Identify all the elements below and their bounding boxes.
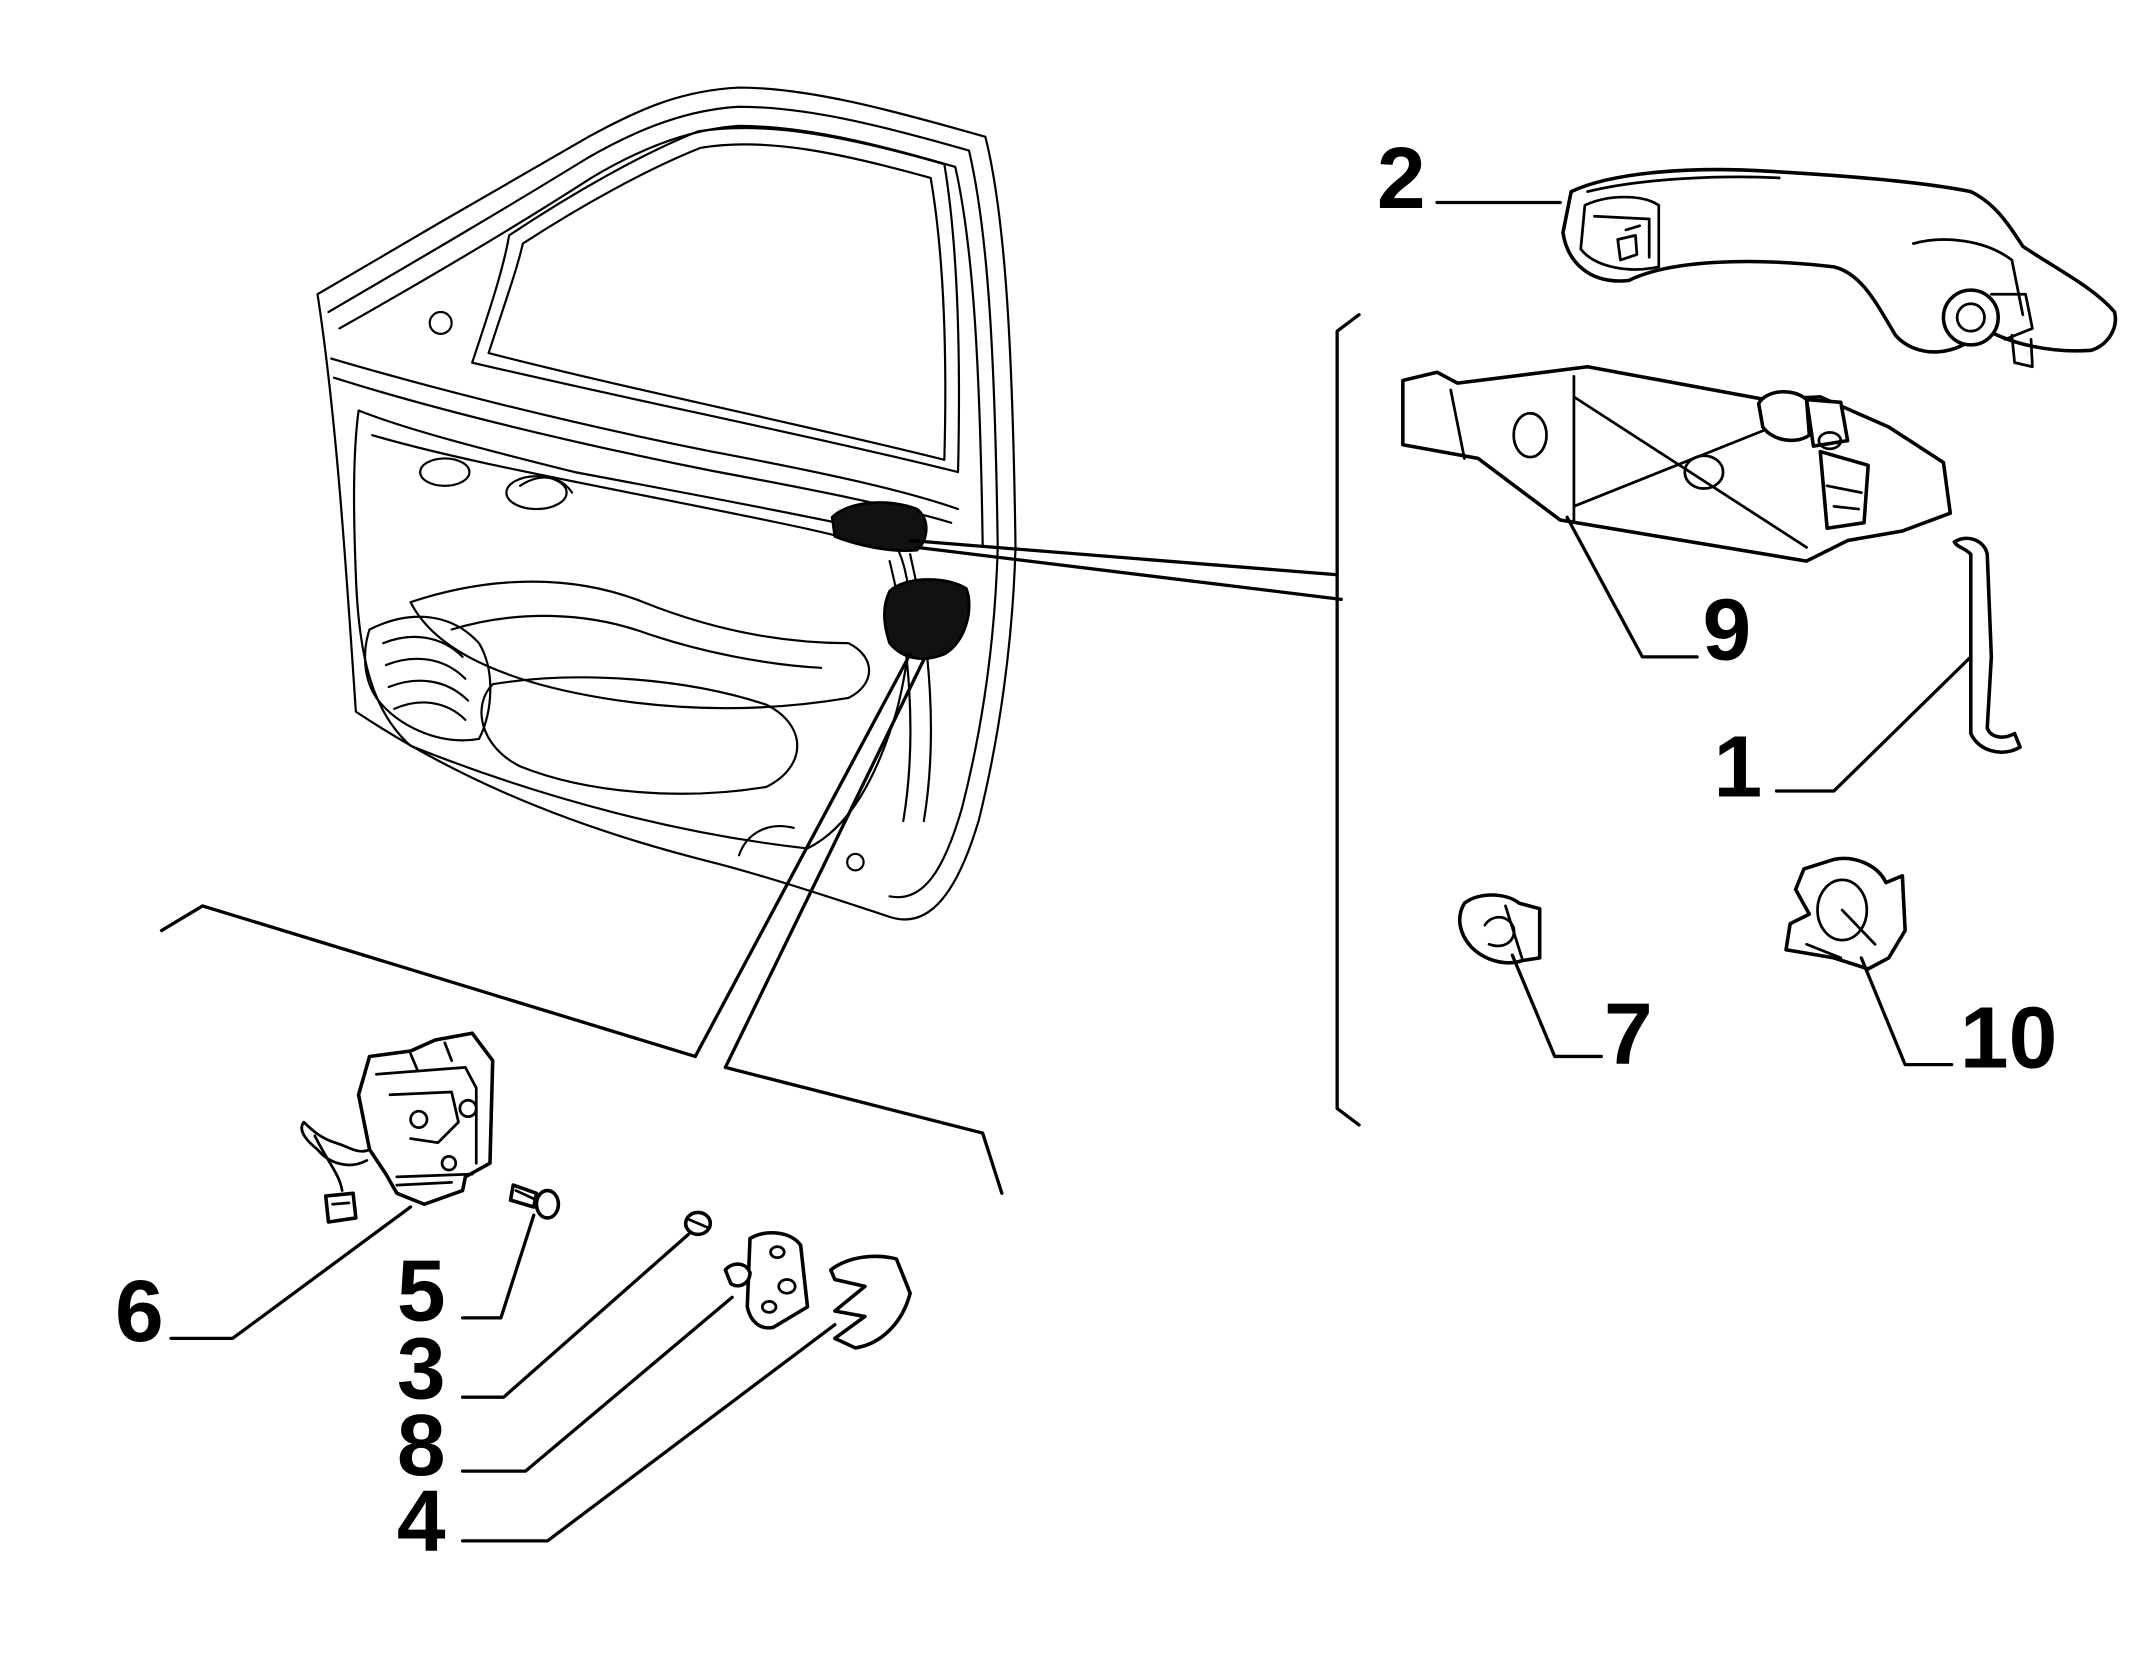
callout-2: 2 (1377, 129, 1426, 227)
screw-part (508, 1183, 561, 1220)
callout-7-leader (1510, 953, 1603, 1059)
callout-3-leader (460, 1232, 691, 1399)
lock-part (300, 1031, 495, 1224)
shim-plate-part (828, 1254, 912, 1350)
small-screw-part (683, 1210, 713, 1237)
callout-1: 1 (1714, 717, 1763, 815)
door-leader-lines (693, 538, 1343, 1070)
striker-part (723, 1231, 810, 1330)
callout-1-leader (1774, 655, 1973, 793)
callout-numbers: 2 9 1 7 10 6 5 3 8 4 (115, 129, 2057, 1569)
callout-5: 5 (397, 1242, 446, 1340)
callout-7: 7 (1604, 984, 1653, 1082)
callout-4-leader (460, 1323, 837, 1543)
callout-4: 4 (397, 1471, 446, 1569)
callout-5-leader (460, 1213, 536, 1320)
callout-8-leader (460, 1295, 734, 1473)
right-group-bracket (1335, 313, 1361, 1127)
callout-8: 8 (397, 1396, 446, 1494)
lock-location-mark (883, 578, 971, 660)
outer-handle-part (1561, 167, 2118, 369)
callout-10-leader (1859, 956, 1954, 1067)
rod-part (1952, 536, 2022, 754)
callout-6: 6 (115, 1262, 164, 1360)
inner-handle-location-mark (830, 501, 928, 552)
callout-10: 10 (1960, 988, 2057, 1086)
clip-part (1457, 893, 1542, 965)
callout-9-leader (1565, 515, 1699, 659)
door-outline (316, 86, 1017, 921)
handle-support-part (1401, 364, 1953, 563)
rotary-clip-part (1784, 856, 1907, 971)
callout-6-leader (169, 1205, 413, 1341)
callout-9: 9 (1703, 581, 1752, 679)
callout-3: 3 (397, 1320, 446, 1418)
lower-group-bracket (159, 904, 1004, 1195)
